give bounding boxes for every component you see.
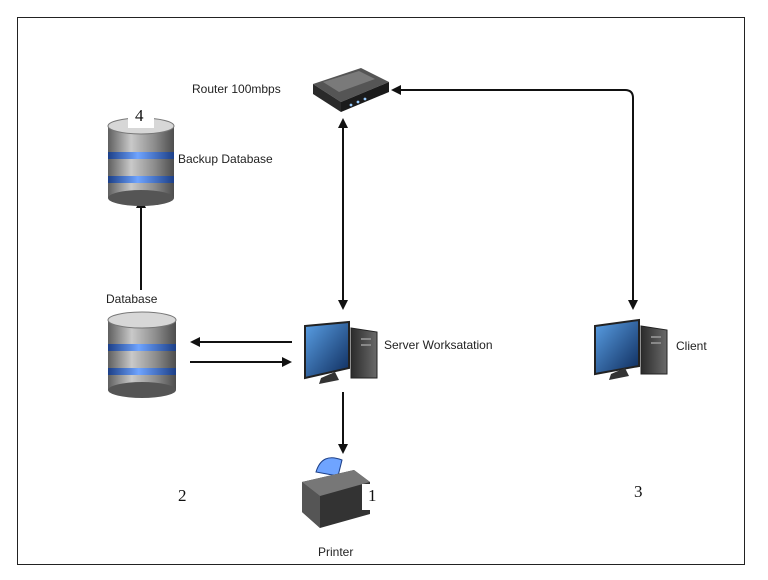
region-number-2: 2 xyxy=(178,486,187,505)
region-number-3: 3 xyxy=(634,482,643,501)
client-label: Client xyxy=(676,339,707,353)
number-badge-1: 1 xyxy=(368,486,377,505)
diagram-frame xyxy=(17,17,745,565)
server-label: Server Worksatation xyxy=(384,338,493,352)
client-computer-icon xyxy=(594,318,668,380)
printer-label: Printer xyxy=(318,545,354,559)
backup-database-icon xyxy=(107,114,175,206)
router-icon xyxy=(313,68,389,112)
database-icon xyxy=(107,311,177,398)
server-computer-icon xyxy=(304,320,378,384)
router-label: Router 100mbps xyxy=(192,82,281,96)
number-badge-4: 4 xyxy=(135,106,144,125)
edge-router-client xyxy=(391,85,638,310)
database-label: Database xyxy=(106,292,158,306)
backup-database-label: Backup Database xyxy=(178,152,273,166)
printer-icon xyxy=(302,457,376,528)
